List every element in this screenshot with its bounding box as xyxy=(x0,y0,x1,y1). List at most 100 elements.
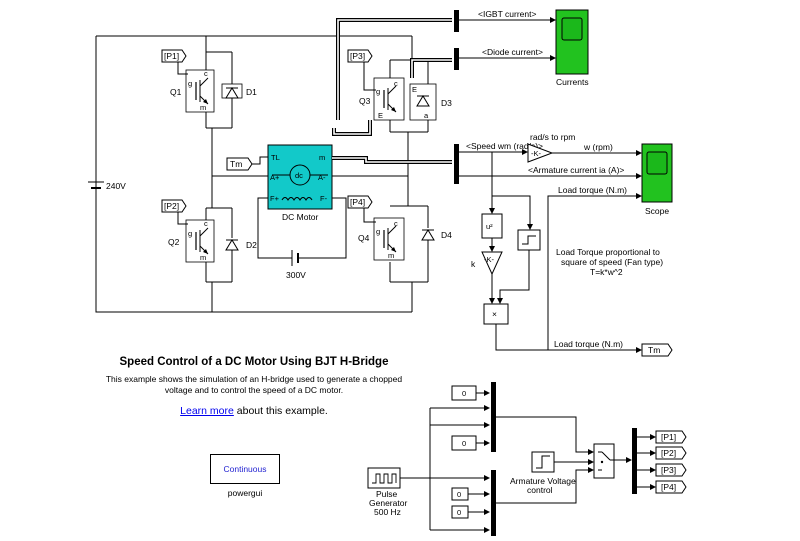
load-note-line2: square of speed (Fan type) xyxy=(561,257,663,267)
svg-text:A+: A+ xyxy=(270,173,280,182)
currents-scope-label: Currents xyxy=(556,77,589,87)
dc-motor-label: DC Motor xyxy=(282,212,319,222)
diode-d3[interactable]: E a xyxy=(409,83,437,121)
bus-selector-motor[interactable] xyxy=(454,144,459,184)
armature-control-line2: control xyxy=(527,485,553,495)
igbt-q3[interactable]: c g E xyxy=(373,77,405,121)
goto-tag-p3[interactable]: [P3] xyxy=(655,463,687,477)
power-wires xyxy=(95,35,429,313)
svg-text:[P2]: [P2] xyxy=(164,201,179,211)
svg-text:[P4]: [P4] xyxy=(661,482,676,492)
source-voltage-label: 240V xyxy=(106,181,126,191)
igbt-q2[interactable]: c g m xyxy=(185,219,215,263)
svg-text:c: c xyxy=(394,79,398,88)
igbt-current-signal: <IGBT current> xyxy=(478,9,536,19)
currents-scope[interactable] xyxy=(555,9,589,75)
svg-text:g: g xyxy=(188,229,192,238)
svg-text:[P1]: [P1] xyxy=(164,51,179,61)
demux[interactable] xyxy=(632,428,637,494)
svg-text:F-: F- xyxy=(320,194,328,203)
field-voltage-label: 300V xyxy=(286,270,306,280)
diode-d2[interactable] xyxy=(225,239,239,251)
from-tag-p1[interactable]: [P1] xyxy=(161,49,187,63)
w-rpm-label: w (rpm) xyxy=(583,142,613,152)
svg-text:m: m xyxy=(388,251,394,260)
q4-label: Q4 xyxy=(358,233,370,243)
svg-text:m: m xyxy=(319,153,325,162)
sign-block[interactable] xyxy=(517,229,541,251)
learn-more-link[interactable]: Learn more xyxy=(180,405,234,417)
svg-text:u²: u² xyxy=(486,222,493,231)
speed-signal: <Speed wm (rad/s)> xyxy=(466,141,543,151)
goto-tag-tm[interactable]: Tm xyxy=(641,343,673,357)
from-tag-p2[interactable]: [P2] xyxy=(161,199,187,213)
measurement-bus-lines xyxy=(332,18,452,164)
dc-motor[interactable]: dc TL m A+ A- F+ F- xyxy=(267,144,333,210)
mux-1[interactable] xyxy=(491,382,496,452)
d1-label: D1 xyxy=(246,87,257,97)
igbt-q4[interactable]: c g m xyxy=(373,217,405,261)
diode-d1[interactable] xyxy=(221,83,243,99)
svg-text:c: c xyxy=(204,219,208,228)
pulse-gen-line2: Generator xyxy=(369,498,407,508)
svg-text:0: 0 xyxy=(457,490,461,499)
svg-text:E: E xyxy=(378,111,383,120)
constant-block-3[interactable]: 0 xyxy=(451,487,469,501)
svg-text:-K-: -K- xyxy=(484,255,495,264)
diode-current-signal: <Diode current> xyxy=(482,47,543,57)
q3-label: Q3 xyxy=(359,96,371,106)
mux-2[interactable] xyxy=(491,470,496,536)
gain-rad-to-rpm[interactable]: -K- xyxy=(527,143,554,163)
svg-text:0: 0 xyxy=(457,508,461,517)
from-tag-p4[interactable]: [P4] xyxy=(347,195,373,209)
constant-block-4[interactable]: 0 xyxy=(451,505,469,519)
pulse-gen-line3: 500 Hz xyxy=(374,507,401,517)
svg-text:a: a xyxy=(424,111,429,120)
goto-tag-p4[interactable]: [P4] xyxy=(655,480,687,494)
pulse-gen-line1: Pulse xyxy=(376,489,398,499)
powergui-block[interactable]: Continuous xyxy=(210,454,280,484)
load-torque-bottom-signal: Load torque (N.m) xyxy=(554,339,623,349)
k-label: k xyxy=(471,259,476,269)
svg-text:-K-: -K- xyxy=(531,149,542,158)
svg-text:c: c xyxy=(394,219,398,228)
gain-k[interactable]: -K- xyxy=(481,251,503,276)
svg-text:dc: dc xyxy=(295,171,303,180)
product-block[interactable]: × xyxy=(483,303,509,325)
load-note-line3: T=k*w^2 xyxy=(590,267,623,277)
armature-voltage-control-step[interactable] xyxy=(531,451,555,473)
dc-source-300v[interactable] xyxy=(290,250,308,266)
armature-control-line1: Armature Voltage xyxy=(510,476,576,486)
load-torque-signal: Load torque (N.m) xyxy=(558,185,627,195)
svg-text:g: g xyxy=(376,227,380,236)
constant-block-2[interactable]: 0 xyxy=(451,435,477,451)
svg-text:Tm: Tm xyxy=(648,345,660,355)
svg-text:[P4]: [P4] xyxy=(350,197,365,207)
svg-text:×: × xyxy=(492,309,497,319)
main-scope[interactable] xyxy=(641,143,673,203)
bus-selector-diode[interactable] xyxy=(454,48,459,70)
math-square-block[interactable]: u² xyxy=(481,213,503,239)
svg-text:A-: A- xyxy=(318,173,326,182)
svg-text:g: g xyxy=(188,79,192,88)
goto-tag-p1[interactable]: [P1] xyxy=(655,430,687,444)
load-note-line1: Load Torque proportional to xyxy=(556,247,660,257)
svg-text:[P2]: [P2] xyxy=(661,448,676,458)
pulse-generator[interactable] xyxy=(367,467,401,489)
switch-block[interactable] xyxy=(593,443,615,479)
svg-text:c: c xyxy=(204,69,208,78)
model-description: Speed Control of a DC Motor Using BJT H-… xyxy=(104,356,404,417)
constant-block-1[interactable]: 0 xyxy=(451,385,477,401)
from-tag-tm[interactable]: Tm xyxy=(226,157,253,171)
goto-tag-p2[interactable]: [P2] xyxy=(655,446,687,460)
d2-label: D2 xyxy=(246,240,257,250)
bus-selector-igbt[interactable] xyxy=(454,10,459,32)
armature-current-signal: <Armature current ia (A)> xyxy=(528,165,624,175)
from-tag-p3[interactable]: [P3] xyxy=(347,49,373,63)
svg-text:[P3]: [P3] xyxy=(661,465,676,475)
igbt-q1[interactable]: c g m xyxy=(185,69,215,113)
svg-text:[P3]: [P3] xyxy=(350,51,365,61)
diode-d4[interactable] xyxy=(421,229,435,241)
dc-source-240v[interactable] xyxy=(88,176,104,194)
model-body: This example shows the simulation of an … xyxy=(105,374,403,395)
